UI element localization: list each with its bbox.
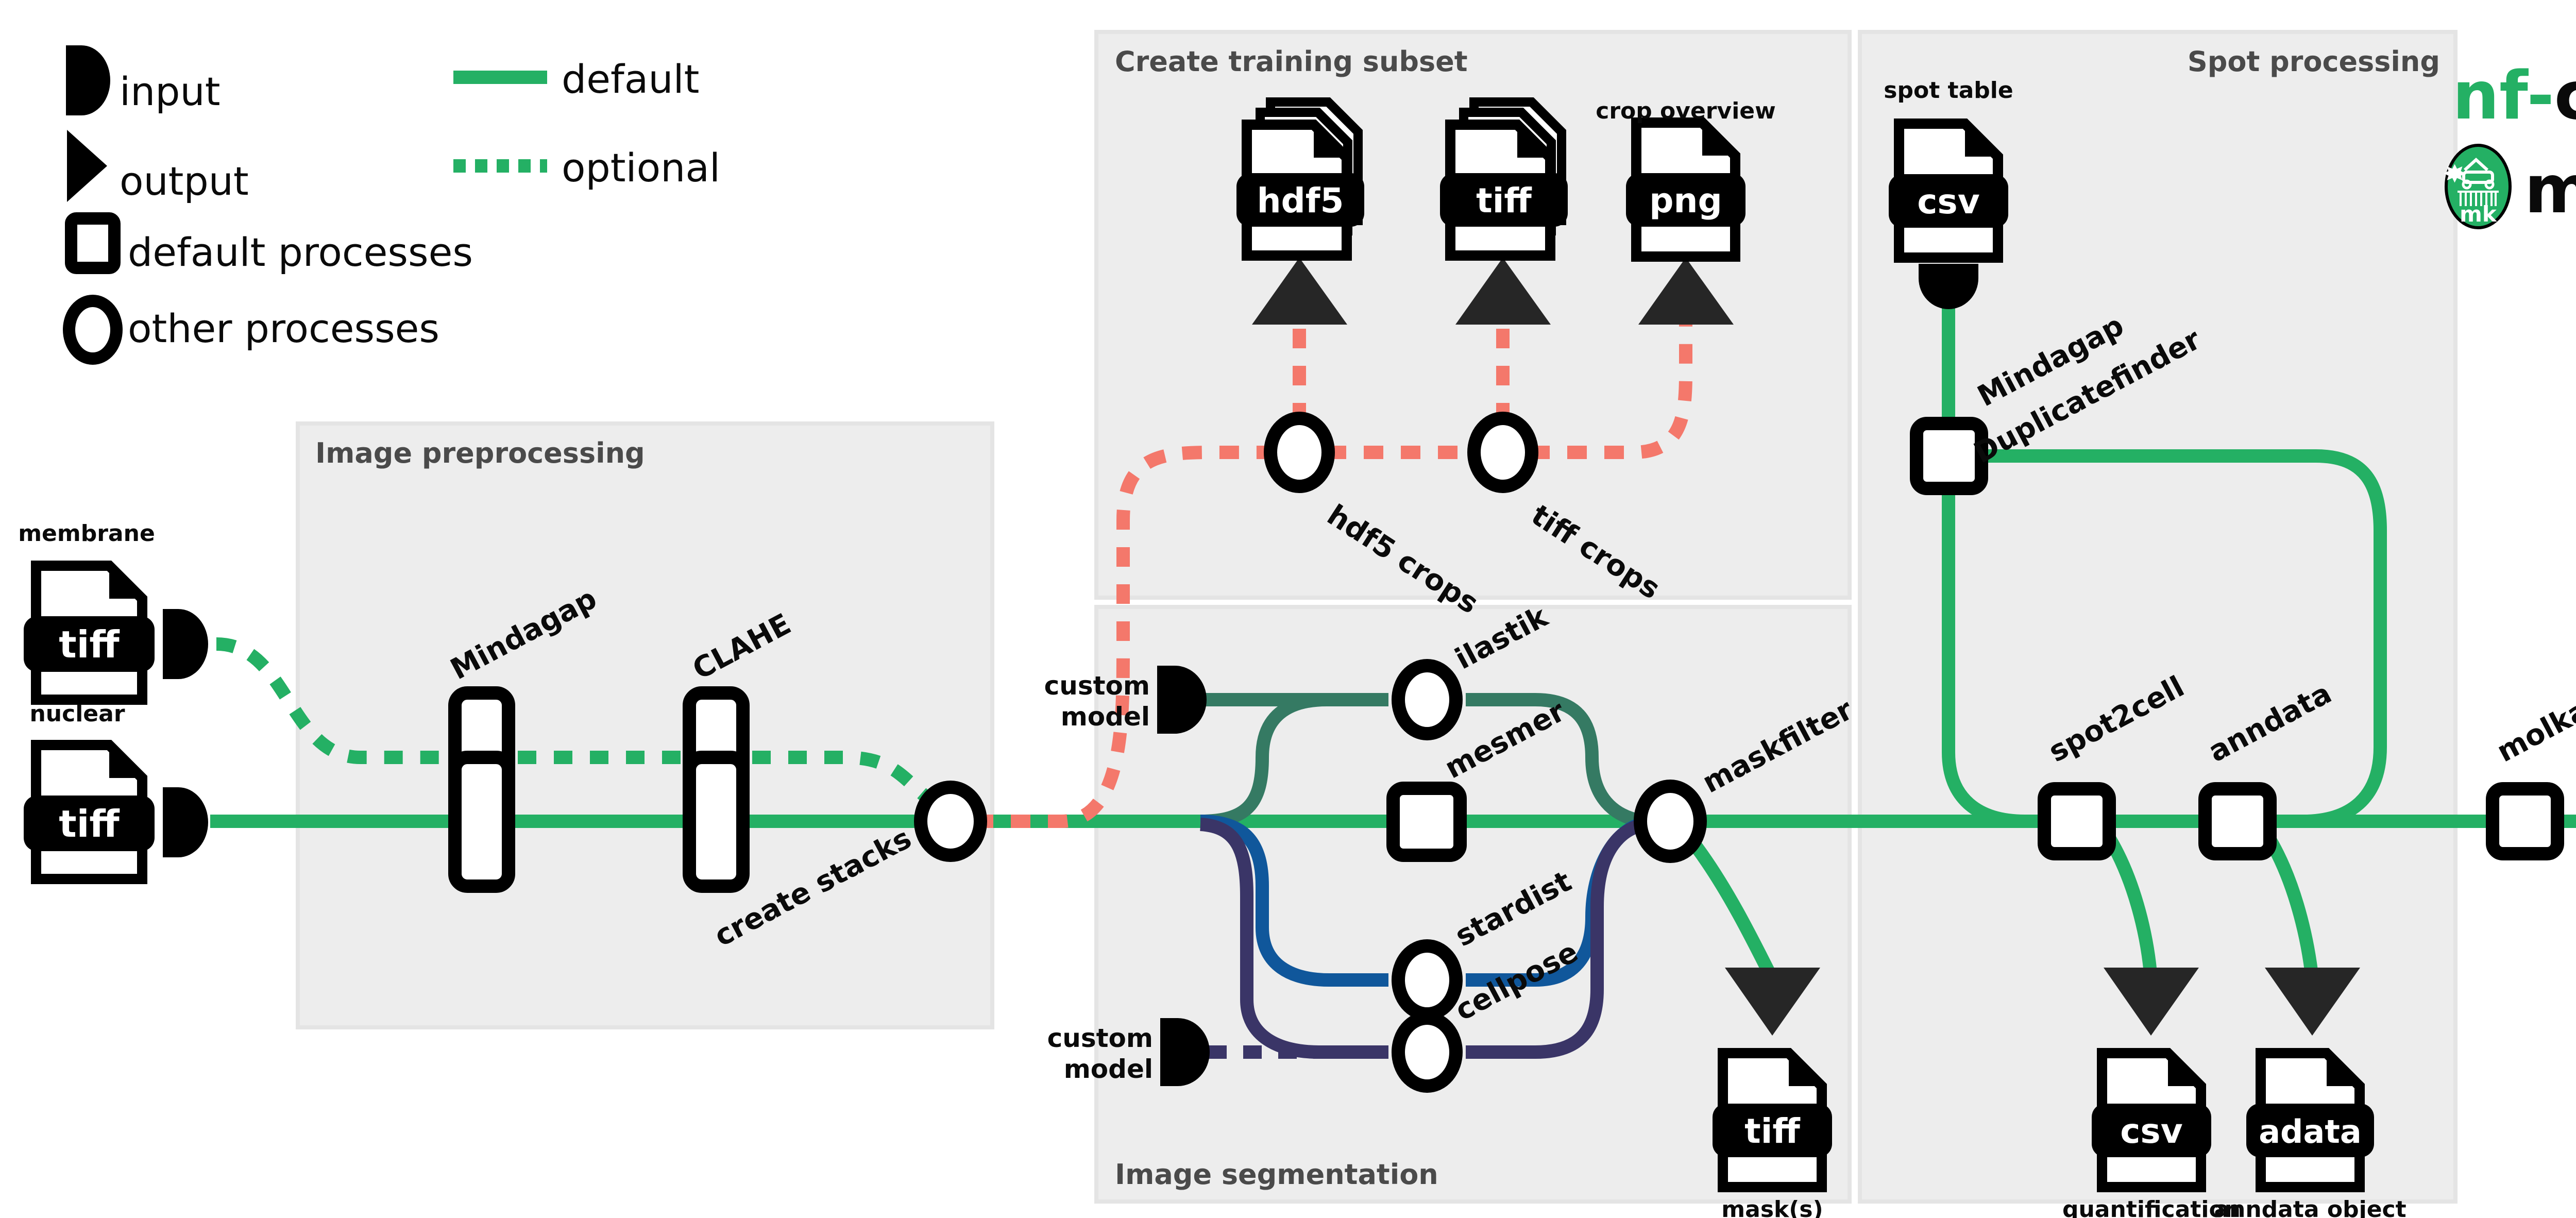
process-node-maskfilter[interactable] — [1634, 780, 1707, 863]
file-caption-spot-table: spot table — [1884, 77, 2013, 104]
process-node-hdf5-crops[interactable] — [1264, 412, 1335, 493]
file-icon-membrane-tiff: tiff — [24, 561, 155, 705]
file-ext-label: csv — [2120, 1111, 2182, 1151]
edge-maskfilter-to-maskoutput — [1689, 841, 1778, 982]
file-caption-membrane: membrane — [18, 520, 155, 547]
file-icon-nuclear-tiff: tiff — [24, 740, 155, 884]
process-node-mindagap[interactable] — [448, 751, 515, 893]
file-ext-label: tiff — [59, 802, 120, 845]
output-arrow-icon — [1455, 258, 1551, 325]
process-node-molkartqc[interactable] — [2486, 782, 2564, 860]
legend-label-default: default — [562, 56, 699, 102]
file-ext-label: png — [1649, 181, 1722, 221]
output-arrow-icon — [67, 130, 107, 202]
process-node-cellpose[interactable] — [1392, 1011, 1463, 1093]
file-caption-crop-overview: crop overview — [1596, 98, 1776, 124]
input-marker-icon — [163, 787, 208, 857]
process-node-tiff-crops[interactable] — [1467, 412, 1538, 493]
legend-label-other-processes: other processes — [128, 306, 439, 351]
legend-label-input: input — [120, 69, 221, 114]
process-node-spot2cell[interactable] — [2038, 782, 2116, 860]
process-node-mesmer[interactable] — [1386, 782, 1467, 862]
custom-model-label-line1: custom — [1044, 671, 1150, 701]
logo-core: core/ — [2554, 58, 2576, 134]
file-icon-hdf5-crops: hdf5 — [1236, 97, 1364, 261]
file-icon-spot-table: csv — [1889, 119, 2008, 263]
input-marker-icon — [1157, 666, 1207, 734]
panel-image-preprocessing — [296, 421, 994, 1029]
legend-label-output: output — [120, 158, 249, 204]
mk-badge-text: mk — [2460, 201, 2497, 227]
output-arrow-icon — [2104, 968, 2199, 1036]
custom-model-label-line2: model — [1061, 702, 1150, 732]
process-node-clahe[interactable] — [683, 751, 750, 893]
output-arrow-icon — [1725, 968, 1820, 1036]
file-caption-quantification: quantification — [2062, 1196, 2241, 1218]
edge-spot2cell-to-quantification — [2101, 831, 2158, 980]
file-ext-label: csv — [1917, 182, 1979, 222]
panel-title-create-training-subset: Create training subset — [1115, 45, 1468, 78]
file-caption-nuclear: nuclear — [29, 701, 125, 727]
file-icon-masks: tiff — [1713, 1048, 1832, 1192]
output-arrow-icon — [2265, 968, 2360, 1036]
edge-duplicatefinder-down — [1942, 456, 2076, 828]
file-icon-quantification: csv — [2092, 1048, 2211, 1192]
legend-label-optional: optional — [562, 145, 720, 191]
file-ext-label: tiff — [59, 623, 120, 666]
file-icon-crop-overview: png — [1626, 117, 1745, 262]
panel-title-image-segmentation: Image segmentation — [1115, 1158, 1438, 1191]
square-node-icon — [65, 212, 121, 274]
input-marker-icon — [1919, 264, 1978, 309]
file-ext-label: tiff — [1744, 1111, 1801, 1151]
file-caption-masks: mask(s) — [1721, 1196, 1823, 1218]
process-node-create-stacks[interactable] — [914, 781, 987, 862]
mk-badge-icon: mk — [2444, 144, 2512, 229]
file-caption-anndata-object: anndata object — [2214, 1196, 2406, 1218]
panel-title-spot-processing: Spot processing — [2188, 45, 2440, 78]
input-marker-icon — [1160, 1018, 1210, 1086]
edge-cellpose-out — [1466, 818, 1648, 1059]
edge-branch-stardist — [1200, 815, 1388, 987]
custom-model-label-line2: model — [1064, 1054, 1153, 1084]
file-ext-label: hdf5 — [1257, 181, 1344, 221]
process-node-anndata[interactable] — [2198, 782, 2277, 860]
edge-anndata-to-anndataobject — [2261, 831, 2319, 980]
file-ext-label: adata — [2259, 1113, 2362, 1151]
edge-tiffcrops-to-pngoverview — [1530, 325, 1692, 459]
edge-ilastik-out — [1466, 693, 1645, 828]
output-arrow-icon — [1252, 258, 1347, 325]
input-marker-icon — [163, 609, 208, 679]
input-marker-icon — [66, 45, 110, 115]
logo-nf: nf- — [2452, 58, 2554, 134]
circle-node-icon — [63, 295, 123, 365]
legend-label-default-processes: default processes — [128, 229, 473, 275]
edge-duplicatefinder-right-branch — [1977, 449, 2387, 828]
file-icon-tiff-crops: tiff — [1440, 97, 1568, 261]
file-icon-anndata-object: adata — [2246, 1048, 2374, 1192]
process-node-mindagap-duplicatefinder[interactable] — [1910, 417, 1988, 495]
panel-title-image-preprocessing: Image preprocessing — [315, 437, 645, 469]
process-node-ilastik[interactable] — [1392, 659, 1463, 740]
logo-molkart-text: molkart — [2524, 151, 2576, 228]
logo-nf-core-text: nf-core/ — [2452, 58, 2576, 134]
custom-model-label-line1: custom — [1047, 1023, 1153, 1053]
file-ext-label: tiff — [1476, 181, 1532, 221]
output-arrow-icon — [1638, 258, 1734, 325]
